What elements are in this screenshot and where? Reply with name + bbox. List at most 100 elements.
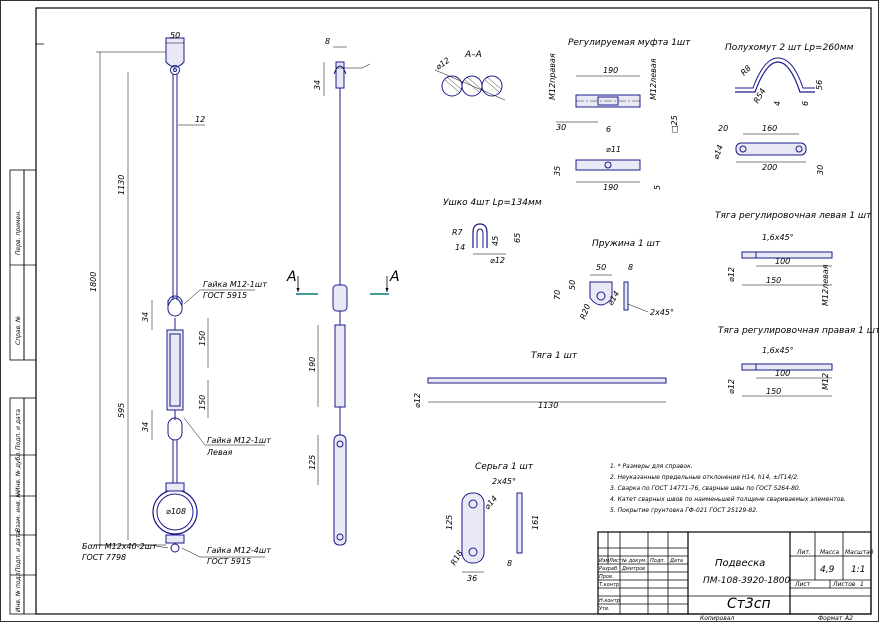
side-dim-190: 190 [308,357,317,372]
half-clamp-dim-160: 160 [762,124,777,133]
coupling-dim-190-bot: 190 [603,183,618,192]
half-clamp-dim-dia14: ⌀14 [711,144,725,161]
section-marker-a: А А [286,269,400,295]
dim-34-bot: 34 [141,422,150,432]
eye-dim-dia12: ⌀12 [490,256,505,265]
coupling-dim-30: 30 [556,123,566,132]
tb-r-nkontr: Н.контр. [599,598,621,604]
dim-total-1800: 1800 [89,272,98,292]
half-clamp-dim-20: 20 [718,124,728,133]
eye-title: Ушко 4шт Lр=134мм [443,198,542,208]
earring-detail: Серьга 1 шт 2х45° ⌀14 125 R18 36 161 8 [445,462,540,583]
top-clevis [165,37,185,68]
section-aa-dia: ⌀12 [434,56,451,72]
stamp-vzam-inv: Взам. инв. № [15,491,22,532]
tb-r-prov: Пров. [599,574,614,580]
note-1: 1. * Размеры для справок. [610,463,693,470]
nut-left-label: Гайка М12-1шт [207,436,271,445]
nuts4-std: ГОСТ 5915 [207,557,251,566]
coupling-dim-dia11: ⌀11 [606,145,621,154]
tb-sheets-count: 1 [860,581,864,588]
turnbuckle-side [334,324,346,408]
earring-dim-dia14: ⌀14 [483,494,500,511]
half-clamp-r54: R54 [752,87,768,105]
spring-dim-50v: 50 [568,280,577,290]
spring-detail: Пружина 1 шт 50 8 70 50 ⌀14 R20 2х45° [553,239,674,321]
earring-dim-8: 8 [507,559,512,568]
side-stamp-column: Перв. примен. Справ. № Подп. и дата Инв.… [9,169,37,615]
eye-dim-65: 65 [513,233,522,243]
title-block: Изм Лист № докум. Подп. Дата Разраб. Дми… [597,531,874,622]
tb-copied: Копировал [700,615,734,622]
coupling-dim-25: □25 [670,115,679,133]
dim-rod-12: 12 [195,115,205,124]
rod-right-dim-150: 150 [766,387,781,396]
dim-150-bot: 150 [198,395,207,410]
side-dim-125: 125 [308,455,317,470]
nuts4-label: Гайка М12-4шт [207,546,271,555]
coupling-detail: Регулируемая муфта 1шт 190 М12правая М12… [548,38,691,192]
dim-34-top: 34 [141,312,150,322]
nut-right-label: Гайка М12-1шт [203,280,267,289]
rod-right-title: Тяга регулировочная правая 1 шт [718,326,879,336]
section-aa: А–А ⌀12 [434,50,506,101]
main-rod-title: Тяга 1 шт [531,351,578,361]
eye-r7: R7 [452,228,464,237]
rod-right-thread: М12 [821,373,830,390]
coupling-label-right: М12правая [548,53,557,100]
tb-h-sign: Подп. [650,558,665,564]
half-clamp-title: Полухомут 2 шт Lр=260мм [725,43,854,53]
tb-sheets: Листов [832,581,856,588]
bolt-label: Болт М12х40-2шт [82,542,157,551]
earring-dim-161: 161 [531,515,540,530]
stamp-sprav-no: Справ. № [15,316,22,345]
half-clamp-dim-200: 200 [762,163,777,172]
tb-name: Подвеска [715,558,765,569]
rod-right-dim-100: 100 [775,369,790,378]
earring-dim-125: 125 [445,515,454,530]
clamp-dia-label: ⌀108 [166,507,186,516]
rod-left-dim-100: 100 [775,257,790,266]
spring-dim-50: 50 [596,263,606,272]
side-view: 8 34 190 125 [308,37,371,546]
earring-title: Серьга 1 шт [475,462,534,472]
rod-right-detail: Тяга регулировочная правая 1 шт 1,6х45° … [718,326,879,397]
dim-upper-1130: 1130 [117,175,126,195]
tb-r-tkontr: Т.контр. [599,582,621,588]
half-clamp-dim-4: 4 [773,101,782,106]
tb-h-date: Дата [669,558,683,564]
main-rod-dim-1130: 1130 [538,401,558,410]
eye-detail: Ушко 4шт Lр=134мм R7 45 65 14 ⌀12 [443,198,542,265]
note-2: 2. Неуказанные предельные отклонения Н14… [610,474,799,481]
coupling-label-left: М12левая [649,58,658,100]
dim-width-50: 50 [170,31,180,40]
earring-dim-36: 36 [467,574,477,583]
tb-sheet: Лист [794,581,811,588]
half-clamp-dim-56: 56 [815,80,824,90]
nut-right-std: ГОСТ 5915 [203,291,247,300]
rod-left-detail: Тяга регулировочная левая 1 шт 1,6х45° 1… [715,211,872,306]
stamp-inv-podl: Инв. № подл. [15,571,22,612]
tb-col-lit: Лит. [796,549,811,556]
tb-col-scale: Масштаб [845,549,874,556]
eye-dim-14: 14 [455,243,465,252]
tb-format: Формат [818,615,843,622]
section-marker-left: А [286,269,297,285]
rod-right-chamfer: 1,6х45° [762,346,794,355]
rod-left-dim-dia12: ⌀12 [727,267,736,282]
stamp-perv-primen: Перв. примен. [15,210,22,255]
nut-left-sub: Левая [206,448,233,457]
note-4: 4. Катет сварных швов по наименьшей толщ… [610,496,846,503]
stamp-podp-data-2: Подп. и дата [15,531,22,572]
tb-r-utv: Утв. [599,606,610,612]
half-clamp-dim-6: 6 [801,101,810,106]
coupling-dim-5: 5 [653,185,662,190]
stamp-podp-data-1: Подп. и дата [15,409,22,450]
dim-150-top: 150 [198,331,207,346]
stamp-inv-dubl: Инв. № дубл. [15,451,22,492]
coupling-title: Регулируемая муфта 1шт [568,38,691,48]
tb-r-razrab-name: Дмитров [621,566,645,572]
